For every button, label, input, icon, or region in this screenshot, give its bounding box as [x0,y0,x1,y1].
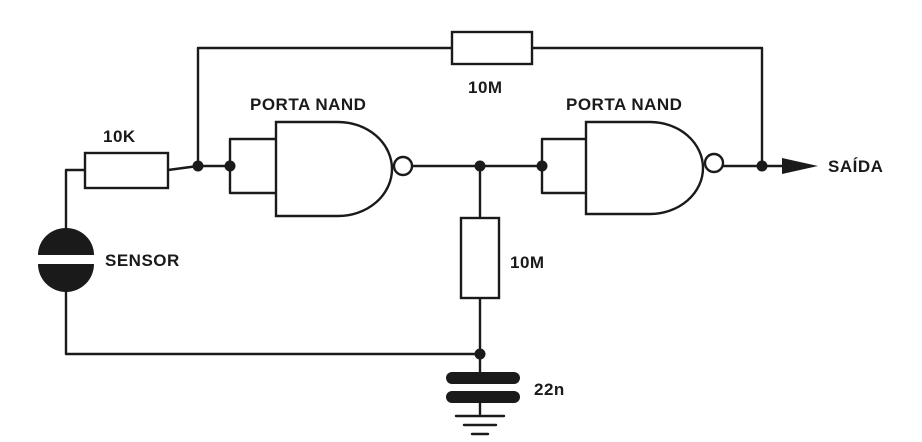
label-feedback-resistor: 10M [468,78,503,97]
label-capacitor: 22n [534,380,565,399]
label-shunt-resistor: 10M [510,253,545,272]
input-resistor [83,151,170,190]
label-input-resistor: 10K [103,127,136,146]
label-gate-1: PORTA NAND [250,95,366,114]
touch-sensor-symbol [38,228,94,292]
gate1-input-tie [228,137,278,195]
ground-symbol-icon [454,414,506,436]
junction-dots [192,160,768,360]
junction-gate1-input [224,160,236,172]
junction-gate2-input [536,160,548,172]
junction-bottom [474,348,486,360]
feedback-resistor [450,30,534,66]
gate1-inverter-bubble [392,155,414,177]
output-arrow-icon [782,158,818,174]
nand-gate-2 [584,120,725,216]
junction-output [756,160,768,172]
junction-mid [474,160,486,172]
sensor-wire [64,168,482,356]
junction-input [192,160,204,172]
label-output: SAÍDA [828,157,883,176]
label-sensor: SENSOR [105,251,180,270]
gate2-inverter-bubble [703,152,725,174]
gate2-input-tie [540,137,588,195]
nand-gate-1 [274,120,414,218]
feedback-wire [196,46,764,168]
shunt-resistor [459,216,501,300]
capacitor-22n [446,372,520,403]
label-gate-2: PORTA NAND [566,95,682,114]
